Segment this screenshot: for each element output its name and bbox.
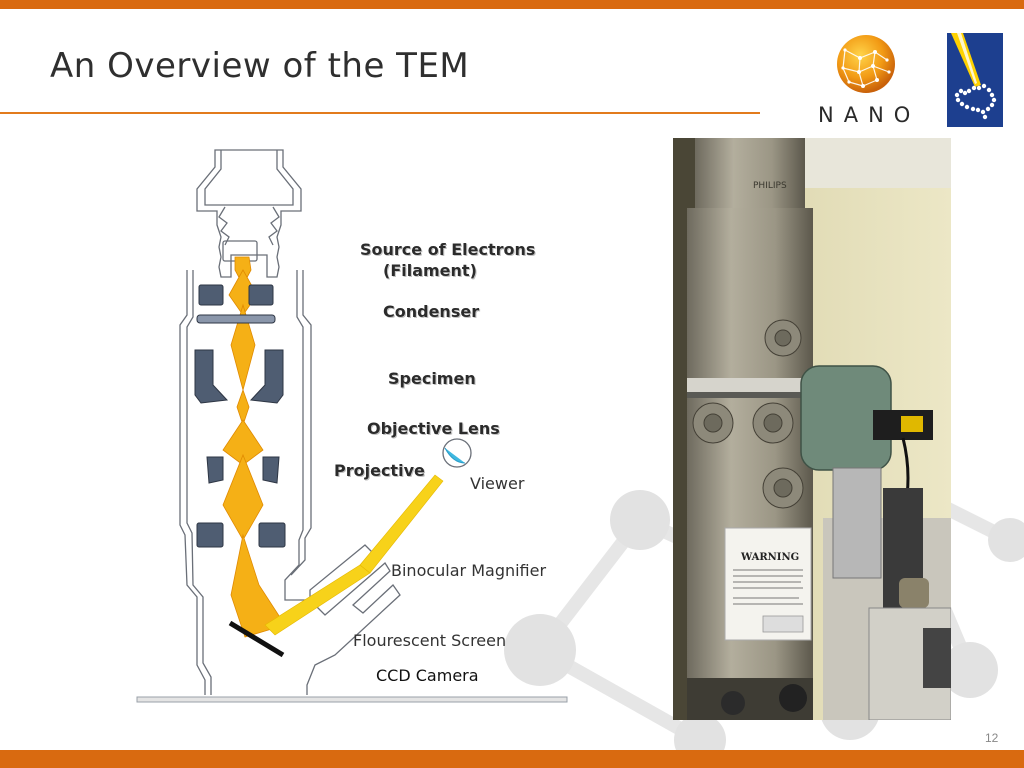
label-condenser: Condenser xyxy=(383,302,480,321)
nano-logo-text: NANO xyxy=(818,103,921,127)
filament xyxy=(218,206,280,262)
label-specimen: Specimen xyxy=(388,369,476,388)
label-objective-lens: Objective Lens xyxy=(367,419,500,438)
nano-logo-icon xyxy=(837,35,895,93)
australia-logo-icon xyxy=(947,33,1003,127)
label-fluorescent-screen: Flourescent Screen xyxy=(353,631,507,650)
photo-warning-text: WARNING xyxy=(740,552,799,563)
label-source: Source of Electrons xyxy=(360,240,536,259)
label-viewer: Viewer xyxy=(470,474,525,493)
fluorescent-screen xyxy=(228,620,285,658)
tem-schematic-diagram xyxy=(136,149,568,703)
label-ccd-camera: CCD Camera xyxy=(376,666,479,685)
top-accent-bar xyxy=(0,0,1024,9)
lenses xyxy=(194,284,286,548)
deflected-beam xyxy=(264,474,444,636)
label-binocular-magnifier: Binocular Magnifier xyxy=(391,561,547,580)
electron-beam xyxy=(222,256,286,638)
photo-philips-text: PHILIPS xyxy=(753,181,787,191)
title-underline xyxy=(0,112,760,114)
floor-base xyxy=(136,696,568,703)
tem-photo: PHILIPS WARNING xyxy=(673,138,951,720)
bottom-accent-bar xyxy=(0,750,1024,768)
slide-title: An Overview of the TEM xyxy=(50,46,470,86)
viewer-lens xyxy=(442,438,472,468)
label-filament: (Filament) xyxy=(383,261,477,280)
label-projective: Projective xyxy=(334,461,425,480)
page-number: 12 xyxy=(985,731,999,745)
